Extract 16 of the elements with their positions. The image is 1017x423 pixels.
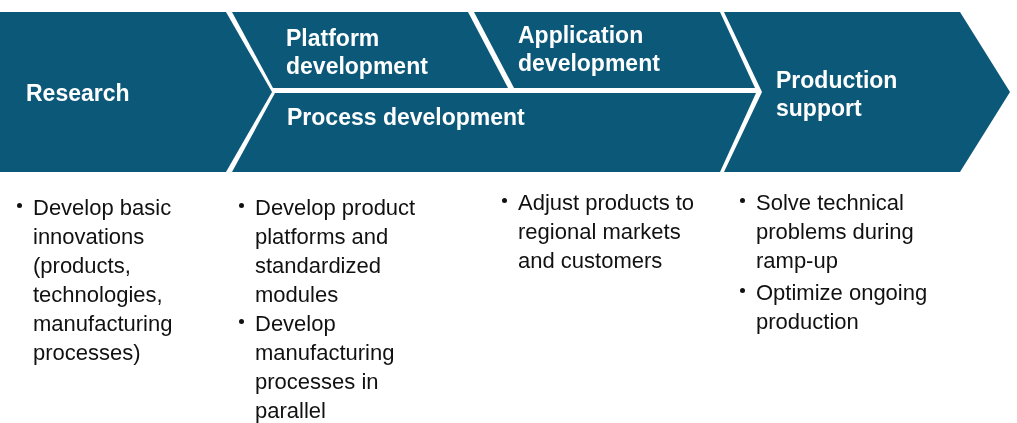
chevron-stage (474, 12, 757, 88)
stage-title: Platform development (286, 24, 429, 80)
chevron-stage (724, 12, 1012, 172)
bullet-text: Solve technical problems during ramp-up (756, 189, 915, 275)
stage-title: Process development (287, 103, 526, 131)
bullet-text: Develop product platforms and standardized modules (255, 194, 417, 309)
bullet-text: Adjust products to regional markets and customers (518, 189, 696, 275)
bullet-text: Develop basic innovations (products, technologies, manufacturing processes) (33, 194, 174, 367)
bullet-text: Develop manufacturing processes in parallel (255, 310, 396, 423)
stage-title: Research (26, 79, 131, 107)
chevron-stage (232, 93, 757, 172)
chevron-stage (232, 12, 510, 88)
stage-title: Production support (776, 66, 899, 122)
bullet-text: Optimize ongoing production (756, 279, 929, 336)
chevron-stage (0, 12, 274, 172)
stage-title: Application development (518, 21, 661, 77)
